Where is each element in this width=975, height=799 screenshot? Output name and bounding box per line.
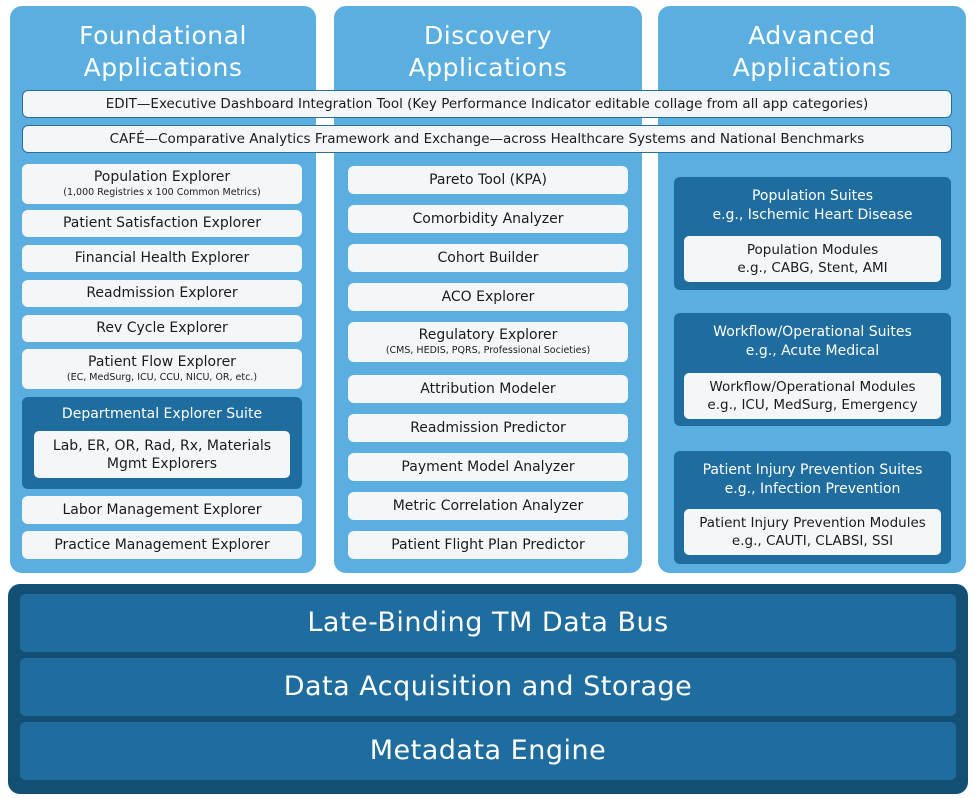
readmission-predictor-label: Readmission Predictor	[410, 419, 566, 436]
population-suites: Population Suites e.g., Ischemic Heart D…	[674, 177, 951, 290]
workflow-suites-line1: Workflow/Operational Suites	[713, 324, 912, 340]
foundational-title-line1: Foundational	[79, 21, 247, 50]
patient-flow-title: Patient Flow Explorer	[88, 354, 236, 370]
advanced-title: Advanced Applications	[658, 20, 966, 84]
workflow-operational-modules: Workflow/Operational Modules e.g., ICU, …	[684, 373, 941, 419]
patient-satisfaction-explorer: Patient Satisfaction Explorer	[22, 210, 302, 237]
cohort-builder: Cohort Builder	[348, 244, 628, 272]
departmental-suite-title: Departmental Explorer Suite	[61, 406, 263, 422]
regulatory-explorer: Regulatory Explorer (CMS, HEDIS, PQRS, P…	[348, 322, 628, 362]
comorbidity-analyzer-label: Comorbidity Analyzer	[412, 210, 564, 227]
financial-health-explorer: Financial Health Explorer	[22, 245, 302, 272]
patient-injury-prevention-modules: Patient Injury Prevention Modules e.g., …	[684, 509, 941, 555]
financial-health-label: Financial Health Explorer	[74, 250, 250, 266]
patient-flight-plan-label: Patient Flight Plan Predictor	[391, 536, 585, 553]
cohort-builder-label: Cohort Builder	[437, 249, 539, 266]
edit-bar: EDIT—Executive Dashboard Integration Too…	[22, 90, 952, 118]
patient-flow-subtitle: (EC, MedSurg, ICU, CCU, NICU, OR, etc.)	[66, 372, 258, 383]
workflow-suites-line2: e.g., Acute Medical	[745, 343, 880, 359]
workflow-suites-title: Workflow/Operational Suites e.g., Acute …	[674, 323, 951, 361]
readmission-predictor: Readmission Predictor	[348, 414, 628, 442]
rev-cycle-label: Rev Cycle Explorer	[96, 320, 228, 336]
population-suites-line2: e.g., Ischemic Heart Disease	[712, 207, 913, 223]
regulatory-explorer-title: Regulatory Explorer	[418, 327, 558, 343]
attribution-modeler-label: Attribution Modeler	[420, 380, 556, 397]
data-acquisition-storage: Data Acquisition and Storage	[20, 658, 956, 716]
pareto-tool: Pareto Tool (KPA)	[348, 166, 628, 194]
departmental-explorers-module: Lab, ER, OR, Rad, Rx, Materials Mgmt Exp…	[34, 431, 290, 478]
readmission-explorer-label: Readmission Explorer	[86, 285, 238, 301]
injury-prevention-modules-line2: e.g., CAUTI, CLABSI, SSI	[731, 533, 894, 549]
population-explorer-title: Population Explorer	[93, 169, 231, 185]
population-explorer-subtitle: (1,000 Registries x 100 Common Metrics)	[63, 187, 261, 198]
population-modules-line1: Population Modules	[746, 242, 879, 258]
foundational-title-line2: Applications	[83, 53, 243, 82]
late-binding-data-bus: Late-Binding TM Data Bus	[20, 594, 956, 652]
discovery-title: Discovery Applications	[334, 20, 642, 84]
comorbidity-analyzer: Comorbidity Analyzer	[348, 205, 628, 233]
advanced-title-line2: Applications	[732, 53, 892, 82]
workflow-modules-line2: e.g., ICU, MedSurg, Emergency	[707, 397, 918, 413]
departmental-module-line1: Lab, ER, OR, Rad, Rx, Materials	[52, 437, 272, 454]
patient-injury-prevention-suites: Patient Injury Prevention Suites e.g., I…	[674, 451, 951, 564]
attribution-modeler: Attribution Modeler	[348, 375, 628, 403]
metric-correlation-label: Metric Correlation Analyzer	[392, 497, 584, 514]
population-suites-line1: Population Suites	[751, 188, 874, 204]
cafe-bar: CAFÉ—Comparative Analytics Framework and…	[22, 125, 952, 153]
departmental-module-line2: Mgmt Explorers	[106, 455, 218, 472]
payment-model-label: Payment Model Analyzer	[401, 458, 575, 475]
discovery-title-line1: Discovery	[423, 21, 552, 50]
population-explorer: Population Explorer (1,000 Registries x …	[22, 164, 302, 204]
discovery-title-line2: Applications	[408, 53, 568, 82]
platform-layer: Late-Binding TM Data Bus Data Acquisitio…	[8, 584, 968, 794]
injury-prevention-modules-line1: Patient Injury Prevention Modules	[699, 515, 926, 531]
labor-management-explorer: Labor Management Explorer	[22, 496, 302, 524]
injury-prevention-suites-line2: e.g., Infection Prevention	[724, 481, 901, 497]
aco-explorer: ACO Explorer	[348, 283, 628, 311]
rev-cycle-explorer: Rev Cycle Explorer	[22, 315, 302, 342]
patient-satisfaction-label: Patient Satisfaction Explorer	[62, 215, 262, 231]
practice-management-explorer: Practice Management Explorer	[22, 531, 302, 559]
injury-prevention-suites-line1: Patient Injury Prevention Suites	[702, 462, 923, 478]
population-modules: Population Modules e.g., CABG, Stent, AM…	[684, 236, 941, 282]
patient-flight-plan-predictor: Patient Flight Plan Predictor	[348, 531, 628, 559]
workflow-operational-suites: Workflow/Operational Suites e.g., Acute …	[674, 313, 951, 426]
practice-management-label: Practice Management Explorer	[54, 536, 270, 553]
injury-prevention-suites-title: Patient Injury Prevention Suites e.g., I…	[674, 461, 951, 499]
workflow-modules-line1: Workflow/Operational Modules	[709, 379, 916, 395]
readmission-explorer: Readmission Explorer	[22, 280, 302, 307]
regulatory-explorer-subtitle: (CMS, HEDIS, PQRS, Professional Societie…	[385, 345, 591, 356]
foundational-title: Foundational Applications	[10, 20, 316, 84]
labor-management-label: Labor Management Explorer	[62, 501, 262, 518]
metric-correlation-analyzer: Metric Correlation Analyzer	[348, 492, 628, 520]
pareto-tool-label: Pareto Tool (KPA)	[429, 171, 547, 188]
payment-model-analyzer: Payment Model Analyzer	[348, 453, 628, 481]
population-suites-title: Population Suites e.g., Ischemic Heart D…	[674, 187, 951, 225]
patient-flow-explorer: Patient Flow Explorer (EC, MedSurg, ICU,…	[22, 349, 302, 389]
departmental-explorer-suite: Departmental Explorer Suite Lab, ER, OR,…	[22, 397, 302, 489]
population-modules-line2: e.g., CABG, Stent, AMI	[737, 260, 888, 276]
aco-explorer-label: ACO Explorer	[441, 288, 535, 305]
metadata-engine: Metadata Engine	[20, 722, 956, 780]
advanced-title-line1: Advanced	[748, 21, 876, 50]
